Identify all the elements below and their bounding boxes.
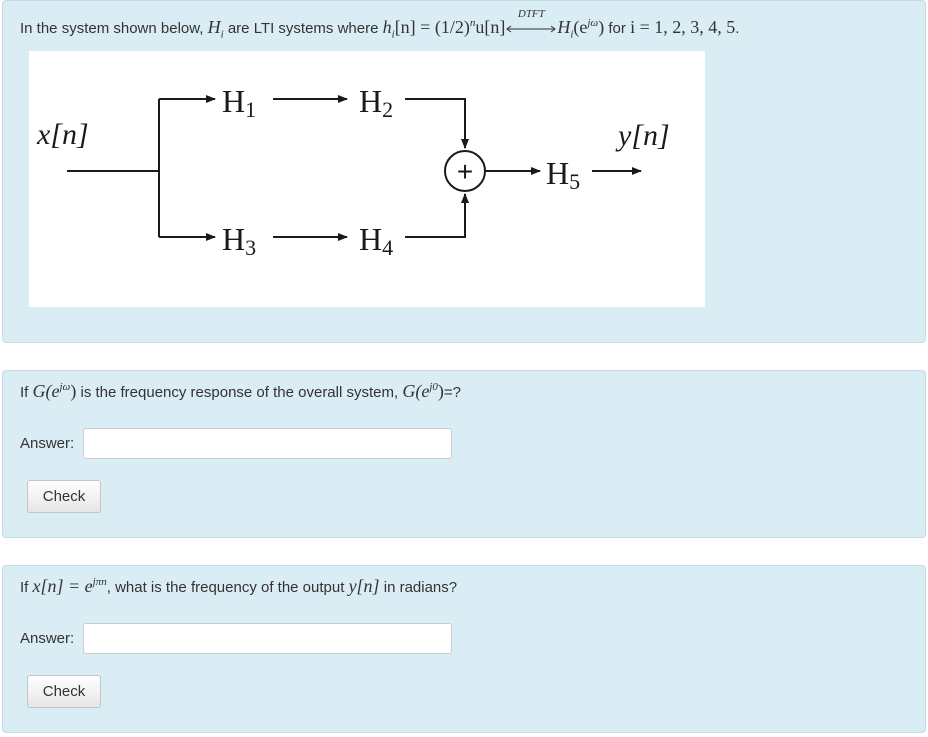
block-h4: H4 [359, 221, 393, 260]
q3-answer-input[interactable] [83, 623, 452, 654]
arrow-h2-adder [405, 98, 469, 149]
block-h3: H3 [222, 221, 256, 260]
q1-math-impulse: hi[n] = (1/2)nu[n] [382, 17, 506, 41]
q1-math-index: i = 1, 2, 3, 4, 5 [630, 17, 736, 37]
q2-check-button[interactable]: Check [27, 480, 101, 513]
q2-suffix: =? [443, 384, 461, 401]
q3-mid: , what is the frequency of the output [106, 579, 345, 596]
dtft-arrow-icon: DTFT [505, 8, 557, 38]
q3-prefix: If [20, 579, 29, 596]
q2-prefix: If [20, 384, 29, 401]
q1-math-freq: Hi(ejω) [557, 17, 605, 41]
q1-math-h: Hi [207, 17, 224, 41]
question-2-panel: If G(ejω) is the frequency response of t… [2, 370, 926, 538]
question-3-panel: If x[n] = ejπn, what is the frequency of… [2, 565, 926, 733]
input-label: x[n] [36, 118, 89, 151]
q1-mid2: for [608, 20, 626, 37]
question-1-text: In the system shown below, Hi are LTI sy… [20, 8, 740, 41]
q2-math-g: G(ejω) [32, 381, 77, 401]
block-diagram: x[n] y[n] + H1 H2 H3 H4 H5 [29, 51, 705, 307]
output-label: y[n] [615, 119, 670, 152]
arrow-h4-adder [405, 193, 469, 238]
question-2-text: If G(ejω) is the frequency response of t… [20, 381, 461, 402]
q3-suffix: in radians? [383, 579, 458, 596]
q1-mid1: are LTI systems where [227, 20, 379, 37]
q2-answer-label: Answer: [20, 435, 75, 452]
adder-symbol: + [457, 156, 473, 187]
q3-check-button[interactable]: Check [27, 675, 101, 708]
question-3-text: If x[n] = ejπn, what is the frequency of… [20, 576, 457, 597]
q3-answer-label: Answer: [20, 630, 75, 647]
q2-answer-input[interactable] [83, 428, 452, 459]
q1-prefix: In the system shown below, [20, 20, 204, 37]
block-diagram-svg: x[n] y[n] + H1 H2 H3 H4 H5 [36, 83, 670, 260]
block-h5: H5 [546, 155, 580, 194]
block-h2: H2 [359, 83, 393, 122]
q3-math-x: x[n] = ejπn [32, 576, 107, 596]
q2-math-g0: G(ej0) [402, 381, 444, 401]
q1-suffix: . [735, 20, 740, 37]
q3-math-y: y[n] [348, 576, 380, 596]
block-h1: H1 [222, 83, 256, 122]
q2-mid: is the frequency response of the overall… [80, 384, 399, 401]
question-1-panel: In the system shown below, Hi are LTI sy… [2, 0, 926, 343]
